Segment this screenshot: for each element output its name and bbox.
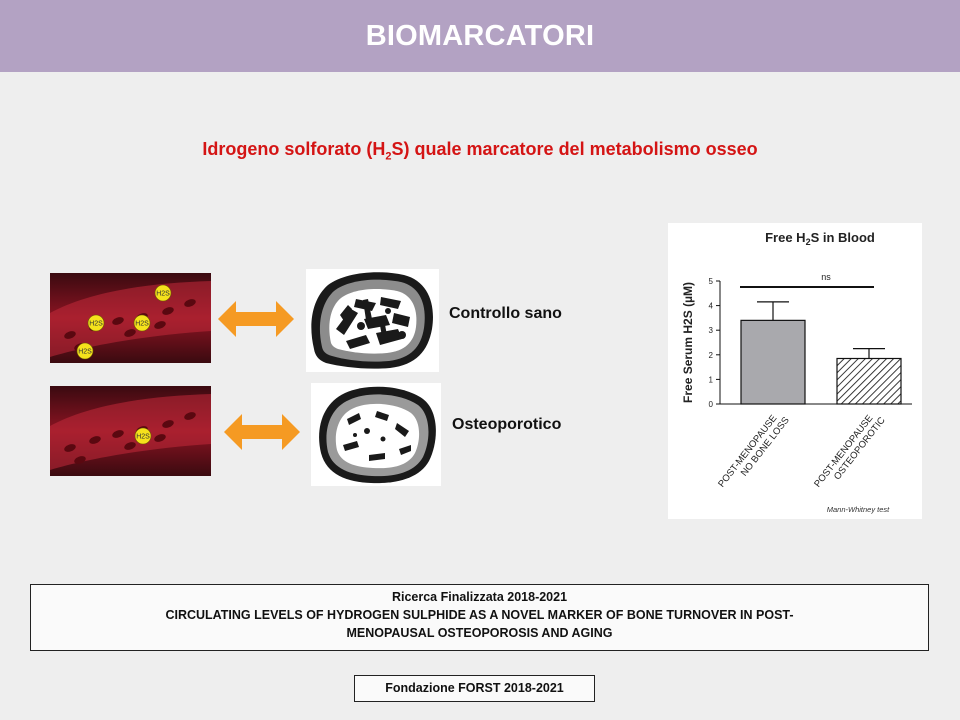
red-blood-cell [89, 436, 101, 444]
y-tick-label: 1 [709, 375, 714, 384]
h2s-molecule-icon [134, 427, 152, 445]
red-blood-cell [184, 412, 196, 420]
h2s-molecule-label: H2S [135, 321, 149, 328]
red-blood-cell [162, 420, 174, 428]
h2s-molecule-icon [76, 342, 94, 360]
y-tick-label: 2 [709, 351, 714, 360]
blood-vessel-healthy-image: H2S H2S H2S H2S [50, 273, 211, 363]
h2s-molecule-icon [87, 314, 105, 332]
slide-title: BIOMARCATORI [365, 19, 595, 52]
red-blood-cell [124, 329, 136, 337]
h2s-molecule-label: H2S [136, 434, 150, 441]
y-tick-label: 4 [709, 302, 714, 311]
project-program: Ricerca Finalizzata 2018-2021 [391, 590, 568, 604]
foundation-box: Fondazione FORST 2018-2021 [354, 675, 595, 702]
subtitle-subscript: 2 [385, 150, 392, 163]
subtitle-text-start: Idrogeno solforato (H [202, 139, 386, 159]
y-tick-label: 5 [709, 277, 714, 286]
bone-section-osteoporotic-image [311, 383, 441, 486]
bone-section-healthy-image [306, 269, 439, 372]
blood-vessel-osteoporotic-image: H2S [50, 386, 211, 476]
chart-footnote: Mann-Whitney test [827, 505, 890, 514]
h2s-molecule-label: H2S [89, 321, 103, 328]
vessel-lumen [50, 394, 211, 470]
double-arrow-icon [224, 410, 300, 454]
group-label-healthy: Controllo sano [449, 305, 562, 322]
double-arrow-icon [218, 297, 294, 341]
red-blood-cell [74, 456, 86, 464]
project-title-line-1: CIRCULATING LEVELS OF HYDROGEN SULPHIDE … [165, 608, 794, 622]
significance-label: ns [821, 272, 831, 282]
slide-subtitle: Idrogeno solforato (H2S) quale marcatore… [0, 139, 960, 163]
group-label-osteoporotic: Osteoporotico [452, 416, 562, 433]
red-blood-cell [184, 299, 196, 307]
y-axis-label: Free Serum H2S (µM) [681, 282, 695, 403]
red-blood-cell [154, 434, 166, 442]
x-tick-label: POST-MENOPAUSEOSTEOPOROTIC [812, 408, 888, 496]
red-blood-cell [154, 321, 166, 329]
y-tick-label: 0 [709, 400, 714, 409]
chart-title: Free H2S in Blood [765, 230, 875, 247]
project-title-line-2: MENOPAUSAL OSTEOPOROSIS AND AGING [346, 626, 613, 640]
title-bar: BIOMARCATORI [0, 0, 960, 72]
red-blood-cell [64, 444, 76, 452]
bar-1 [740, 319, 806, 405]
red-blood-cell [112, 430, 124, 438]
h2s-molecule-icon [154, 284, 172, 302]
h2s-molecule-icon [133, 314, 151, 332]
vessel-lumen [50, 281, 211, 357]
h2s-molecule-label: H2S [78, 349, 92, 356]
subtitle-text-end: S) quale marcatore del metabolismo osseo [391, 139, 758, 159]
y-tick-label: 3 [709, 326, 714, 335]
project-info-box: Ricerca Finalizzata 2018-2021 CIRCULATIN… [30, 584, 929, 651]
red-blood-cell [162, 307, 174, 315]
bar-2 [836, 357, 902, 405]
red-blood-cell [112, 317, 124, 325]
red-blood-cell [64, 331, 76, 339]
h2s-molecule-label: H2S [156, 291, 170, 298]
red-blood-cell [124, 442, 136, 450]
foundation-label: Fondazione FORST 2018-2021 [385, 681, 564, 695]
x-tick-label: POST-MENOPAUSENO BONE LOSS [716, 408, 792, 496]
